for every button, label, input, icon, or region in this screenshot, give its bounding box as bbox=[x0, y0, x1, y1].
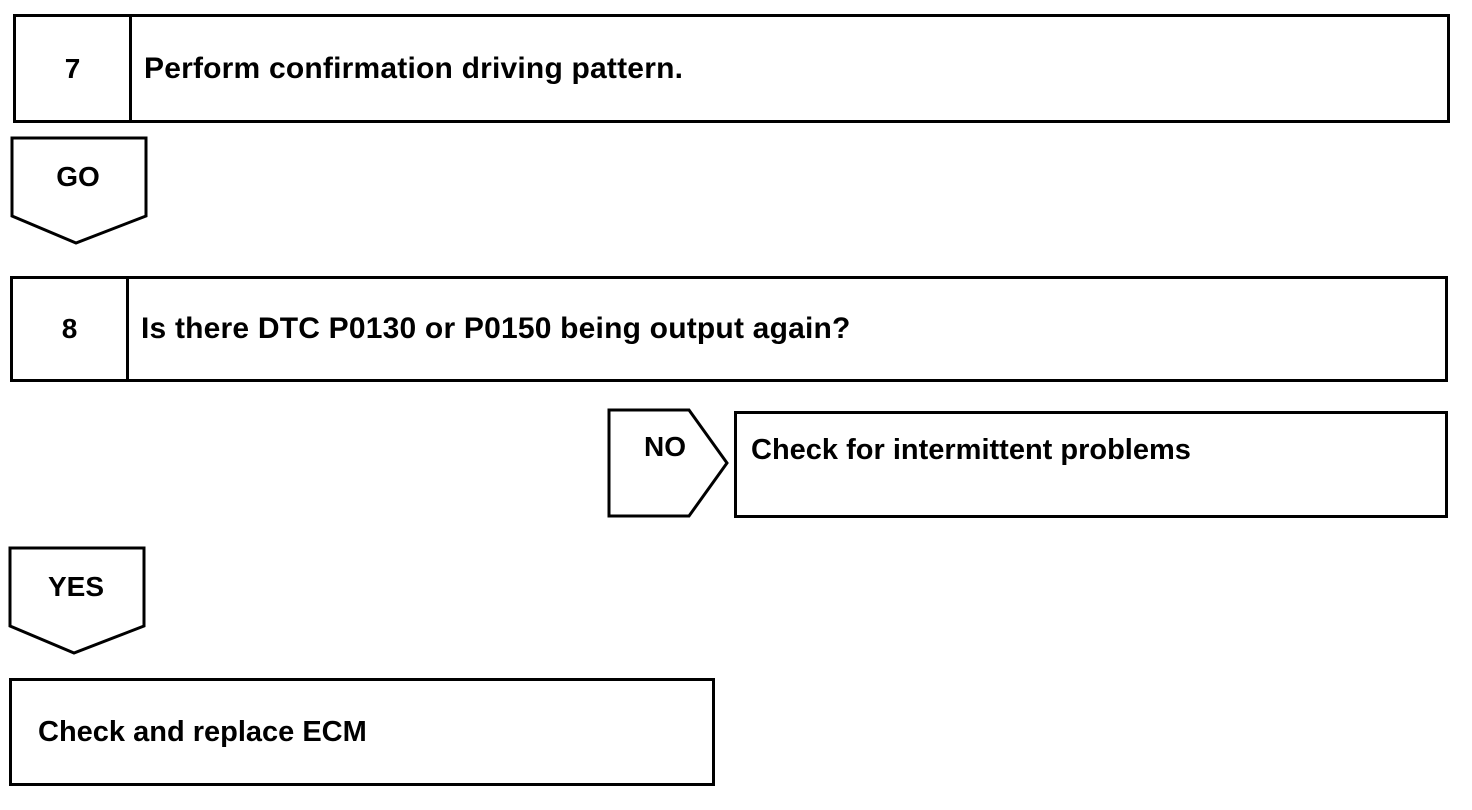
no-label: NO bbox=[644, 431, 686, 462]
step-text: Is there DTC P0130 or P0150 being output… bbox=[141, 312, 851, 345]
step-number: 7 bbox=[16, 17, 132, 120]
yes-result-text: Check and replace ECM bbox=[38, 716, 367, 748]
step-text: Perform confirmation driving pattern. bbox=[144, 51, 684, 85]
yes-arrow-shape bbox=[8, 546, 146, 655]
yes-result-box: Check and replace ECM bbox=[9, 678, 715, 786]
no-arrow-shape bbox=[607, 408, 729, 518]
go-label: GO bbox=[56, 161, 100, 192]
step-7-box: 7 Perform confirmation driving pattern. bbox=[13, 14, 1450, 123]
yes-label: YES bbox=[47, 571, 105, 602]
step-number: 8 bbox=[13, 279, 129, 379]
no-result-text: Check for intermittent problems bbox=[751, 434, 1191, 466]
go-arrow-shape bbox=[10, 136, 148, 245]
step-8-box: 8 Is there DTC P0130 or P0150 being outp… bbox=[10, 276, 1448, 382]
no-result-box: Check for intermittent problems bbox=[734, 411, 1448, 518]
